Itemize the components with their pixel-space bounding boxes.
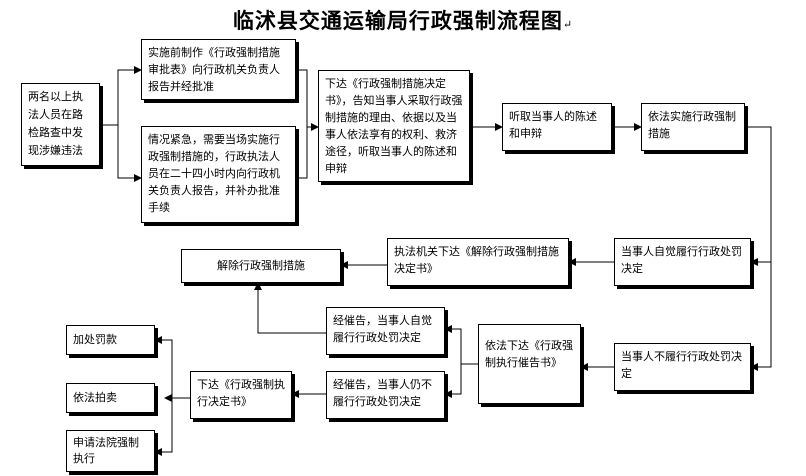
box-court-enforcement: 申请法院强制执行 [66, 430, 155, 472]
arrow-b11-to-b12 [444, 325, 478, 365]
arrow-b11-to-b13 [444, 364, 462, 398]
box-notice-not-complied: 经催告，当事人仍不履行行政处罚决定 [326, 371, 445, 419]
box-notice-complied: 经催告，当事人自觉履行行政处罚决定 [326, 307, 445, 355]
arrow-b14-to-b15 [154, 336, 173, 398]
box-detect-violation: 两名以上执法人员在路检路查中发现涉嫌违法 [21, 83, 100, 166]
arrow-b6-to-b7 [745, 126, 772, 266]
arrow-b1-to-b3 [117, 125, 142, 182]
box-additional-fine: 加处罚款 [66, 325, 155, 355]
arrow-b14-to-b17 [154, 398, 173, 456]
return-mark: ↵ [562, 18, 574, 31]
box-release-measure: 解除行政强制措施 [181, 249, 341, 283]
box-enforcement-decision: 下达《行政强制执行决定书》 [190, 371, 292, 419]
arrow-b12-to-b9 [254, 282, 326, 334]
box-release-decision: 执法机关下达《解除行政强制措施决定书》 [387, 238, 569, 286]
box-emergency-report: 情况紧急，需要当场实施行政强制措施的，行政执法人员在二十四小时内向行政机关负责人… [141, 126, 296, 223]
box-auction: 依法拍卖 [66, 383, 155, 413]
arrow-b6-to-b10 [750, 262, 772, 371]
page-title: 临沭县交通运输局行政强制流程图↵ [232, 8, 574, 33]
arrow-b1-to-b2 [100, 66, 142, 126]
box-issue-measure-decision: 下达《行政强制措施决定书》，告知当事人采取行政强制措施的理由、依据以及当事人依法… [318, 70, 470, 182]
arrow-b3-to-b4 [296, 127, 308, 179]
box-pre-approval: 实施前制作《行政强制措施审批表》向行政机关负责人报告并经批准 [141, 39, 296, 100]
box-hear-statement: 听取当事人的陈述和申辩 [502, 103, 612, 151]
box-implement-measure: 依法实施行政强制措施 [641, 103, 745, 151]
arrow-b2-to-b4 [296, 69, 319, 131]
box-non-compliance: 当事人不履行行政处罚决定 [614, 343, 751, 391]
box-voluntary-compliance: 当事人自觉履行行政处罚决定 [614, 238, 751, 286]
box-enforcement-notice: 依法下达《行政强制执行催告书》 [478, 324, 581, 404]
